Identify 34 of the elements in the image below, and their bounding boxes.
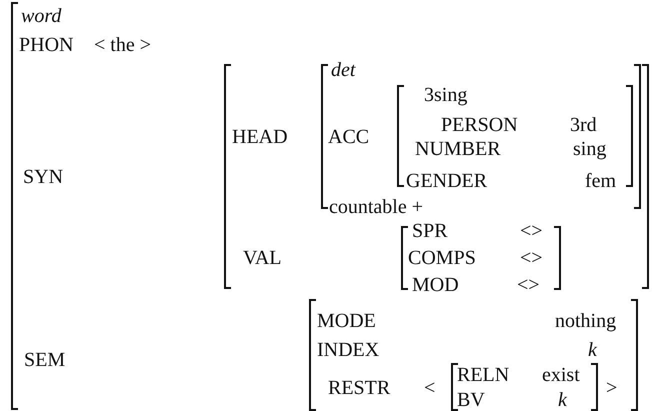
feature-name: INDEX bbox=[317, 339, 380, 361]
feature-name: SYN bbox=[23, 166, 64, 188]
feature-value: k bbox=[588, 339, 597, 361]
feature-name: RELN bbox=[457, 364, 510, 386]
feature-name: PERSON bbox=[441, 114, 518, 136]
feature-value: <> bbox=[520, 247, 543, 269]
feature-value: fem bbox=[585, 170, 616, 192]
type-label: det bbox=[331, 59, 356, 81]
angle-bracket: > bbox=[606, 377, 618, 399]
feature-value: k bbox=[558, 389, 567, 411]
feature-value: <> bbox=[517, 274, 540, 296]
type-label: word bbox=[21, 5, 62, 27]
feature-name: ACC bbox=[328, 126, 370, 148]
feature-name: SPR bbox=[412, 220, 448, 242]
feature-name: HEAD bbox=[232, 126, 288, 148]
feature-name: GENDER bbox=[406, 170, 488, 192]
feature-value: exist bbox=[542, 364, 580, 386]
angle-bracket: < bbox=[424, 377, 436, 399]
feature-name: MOD bbox=[412, 274, 459, 296]
feature-name: BV bbox=[457, 389, 485, 411]
feature-value: countable + bbox=[329, 196, 424, 218]
feature-value: 3rd bbox=[570, 114, 597, 136]
feature-name: VAL bbox=[243, 247, 282, 269]
feature-name: RESTR bbox=[328, 377, 390, 399]
feature-value: sing bbox=[573, 138, 606, 160]
feature-value: <> bbox=[520, 220, 543, 242]
feature-name: COMPS bbox=[408, 247, 476, 269]
feature-value: < the > bbox=[94, 34, 151, 56]
feature-name: MODE bbox=[317, 310, 376, 332]
feature-name: PHON bbox=[19, 34, 74, 56]
feature-value: nothing bbox=[555, 310, 616, 332]
feature-name: NUMBER bbox=[415, 138, 501, 160]
type-label: 3sing bbox=[424, 84, 468, 106]
feature-name: SEM bbox=[24, 349, 66, 371]
